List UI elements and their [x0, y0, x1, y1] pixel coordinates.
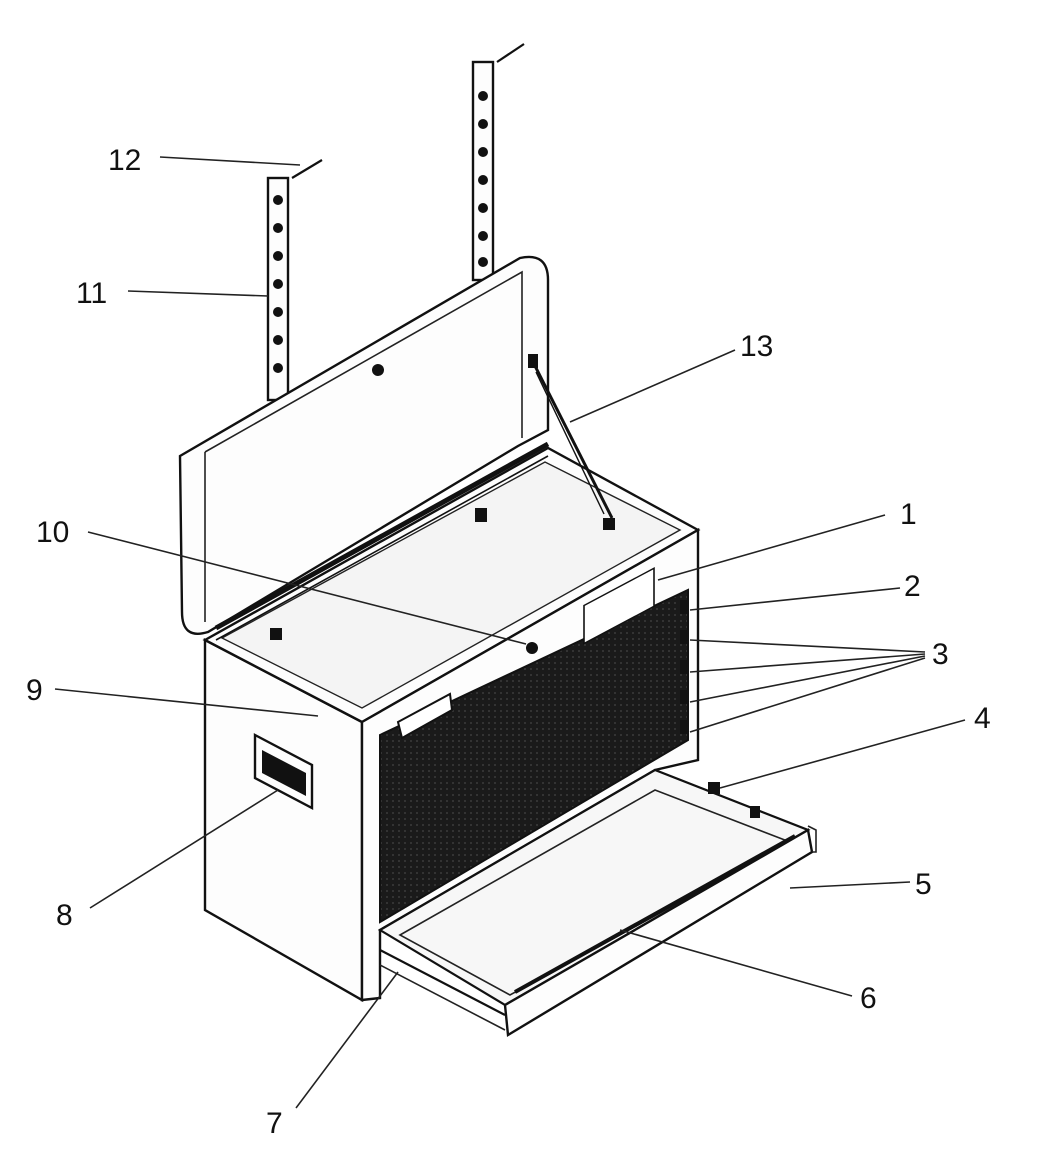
- callout-10: 10: [36, 516, 69, 549]
- callout-4: 4: [974, 702, 991, 735]
- side-vents: [680, 600, 688, 734]
- hook-arrow-left: [291, 159, 323, 179]
- leader-lines: [54, 156, 966, 1109]
- callout-13: 13: [740, 330, 773, 363]
- callout-1: 1: [900, 498, 917, 531]
- callout-7: 7: [266, 1107, 283, 1140]
- lid-support-stay: [528, 354, 614, 519]
- drawer-clip: [708, 782, 720, 794]
- box-body: [202, 441, 701, 1003]
- lid-hinge-rail: [214, 441, 550, 631]
- callout-9: 9: [26, 674, 43, 707]
- callout-8: 8: [56, 899, 73, 932]
- hanging-strap-right: [471, 60, 495, 282]
- callout-6: 6: [860, 982, 877, 1015]
- callout-11: 11: [76, 277, 107, 310]
- callout-5: 5: [915, 868, 932, 901]
- hanging-strap-left: [266, 176, 290, 402]
- front-handle: [396, 692, 454, 740]
- latch-right: [603, 518, 615, 530]
- latch-middle: [475, 508, 487, 522]
- callout-3: 3: [932, 638, 949, 671]
- open-lid: [178, 255, 550, 635]
- drawer-clip: [750, 806, 760, 818]
- latch-10: [526, 642, 538, 654]
- drawer-tray: [377, 768, 817, 1038]
- callout-2: 2: [904, 570, 921, 603]
- label-plate: [583, 567, 655, 645]
- callout-12: 12: [108, 144, 141, 177]
- lid-latch-top: [372, 364, 384, 376]
- hook-arrow-right: [496, 43, 525, 63]
- side-carry-handle: [253, 733, 314, 810]
- latch-left: [270, 628, 282, 640]
